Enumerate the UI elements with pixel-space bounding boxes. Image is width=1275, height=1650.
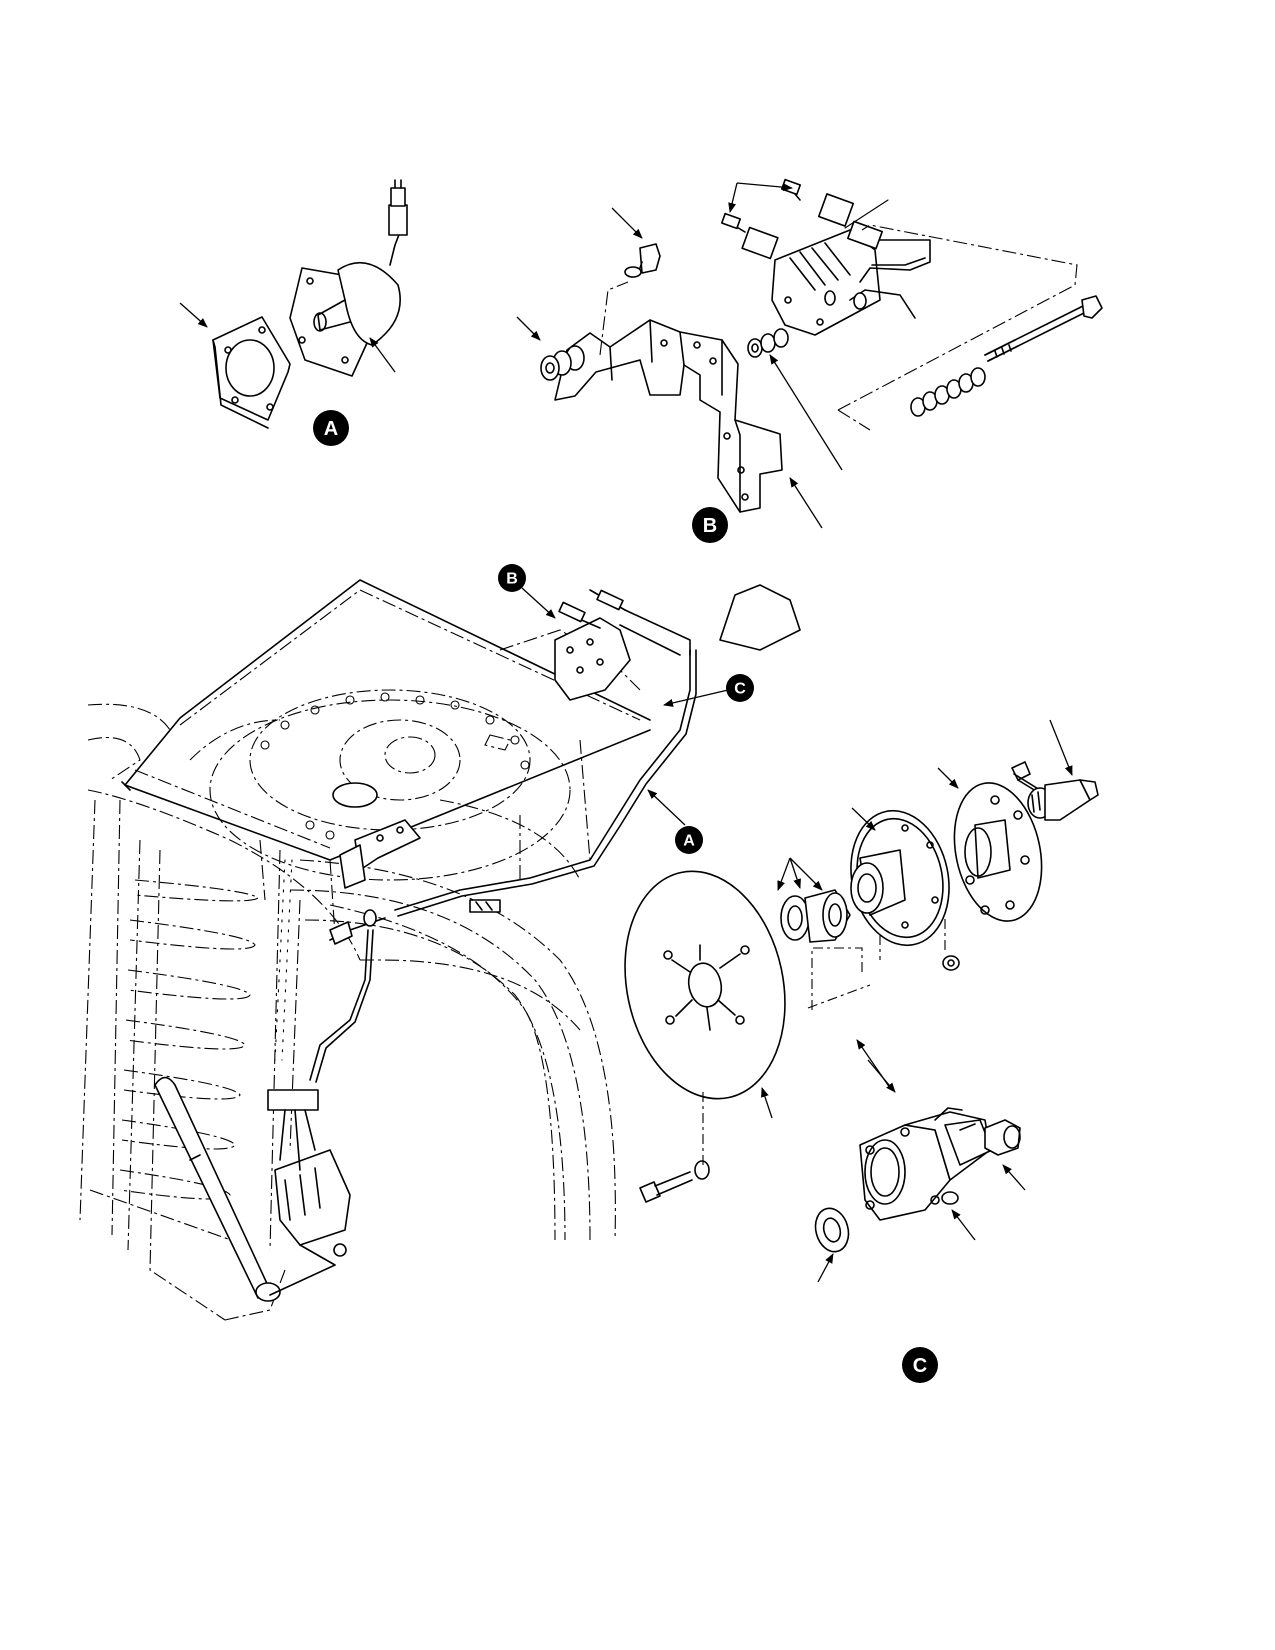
leader-main-a <box>647 789 686 826</box>
leader-bracket <box>789 477 823 529</box>
detail-b-view: B <box>516 178 1103 543</box>
svg-text:C: C <box>913 1355 927 1377</box>
actuator-unit <box>267 1089 351 1296</box>
svg-text:C: C <box>734 681 746 698</box>
gearbox-housing <box>209 629 641 936</box>
leader-main-c <box>663 689 729 707</box>
shoulder-bolt <box>624 243 661 278</box>
leader-washer <box>769 354 843 471</box>
long-bolt <box>984 295 1103 362</box>
callout-main-a: A <box>675 826 703 854</box>
gasket <box>212 316 291 429</box>
bearing-set <box>780 889 851 943</box>
detail-c-view: C <box>624 719 1099 1383</box>
leader-sensor <box>1049 719 1073 776</box>
main-assembly-view: B C A <box>79 564 801 1321</box>
flex-coupling <box>859 1107 993 1221</box>
leader-main-b <box>521 587 556 619</box>
fluid-lines <box>309 649 697 1083</box>
spacer-washer <box>814 1207 850 1253</box>
leader-bolt <box>611 207 643 239</box>
svg-text:B: B <box>703 515 717 537</box>
leader-coupling <box>951 1209 976 1241</box>
leader-bushing <box>516 316 541 341</box>
disc-bolt <box>639 1160 710 1203</box>
leader-gasket <box>179 302 208 328</box>
valve-manifold <box>720 178 931 336</box>
leader-motor <box>369 337 396 373</box>
airframe-phantom <box>79 703 616 1321</box>
rivet-row <box>274 859 293 1061</box>
bushing-set-left <box>540 345 585 381</box>
callout-detail-a: A <box>313 410 349 446</box>
flange-plate <box>953 782 1043 922</box>
hub-nut <box>942 955 960 971</box>
mounting-bracket <box>554 319 783 513</box>
drive-hub <box>850 809 950 947</box>
washer-row <box>910 367 986 417</box>
control-lever <box>154 1076 281 1302</box>
svg-text:A: A <box>683 833 695 850</box>
callout-main-c: C <box>726 674 754 702</box>
leader-disc <box>761 1087 773 1119</box>
leader-bearing-2 <box>789 857 801 889</box>
leader-bearing-3 <box>789 857 823 891</box>
plug-fitting <box>984 1119 1021 1156</box>
svg-text:A: A <box>324 418 338 440</box>
leader-flange <box>937 767 959 789</box>
gearbox-manifold <box>554 584 801 701</box>
drive-motor <box>289 179 408 377</box>
friction-disc <box>624 870 786 1100</box>
leader-washer-c <box>817 1253 834 1283</box>
leader-manifold <box>844 199 889 229</box>
leader-nozzle-2 <box>728 182 738 213</box>
callout-detail-c: C <box>902 1347 938 1383</box>
deck-bracket <box>339 819 421 889</box>
exchange-arrow-up <box>856 1039 891 1089</box>
callout-detail-b: B <box>692 507 728 543</box>
detail-a-view: A <box>179 179 408 446</box>
svg-text:B: B <box>506 571 518 588</box>
callout-main-b: B <box>498 564 526 592</box>
leader-hub <box>851 807 876 831</box>
deck-panel <box>121 579 651 861</box>
speed-sensor <box>1027 779 1099 821</box>
washer-stack <box>747 328 789 358</box>
leader-nozzle-1 <box>736 182 793 192</box>
leader-bearing-1 <box>777 857 791 891</box>
leader-plug <box>1002 1164 1026 1191</box>
